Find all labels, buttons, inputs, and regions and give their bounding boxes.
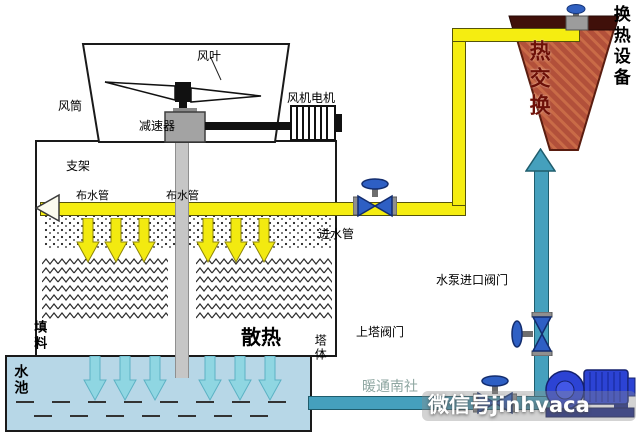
label-pump-inlet-valve: 水泵进口阀门 [436, 273, 509, 287]
exchanger-top-fitting [565, 4, 589, 31]
hot-water-top-pipe [452, 28, 580, 42]
fill-pack-right [196, 257, 332, 319]
pump-base [545, 407, 635, 418]
fill-pack-left [42, 257, 168, 319]
label-air-duct: 风筒 [58, 99, 83, 113]
watermark-brand: 暖通南社 [362, 379, 418, 395]
fan-drive-shaft [175, 142, 189, 378]
fan-motor-fins [296, 107, 328, 139]
watermark-backdrop [422, 391, 636, 421]
label-pool: 水池 [12, 364, 29, 396]
drive-coupling-bar [205, 122, 291, 130]
hot-water-distribution-pipe [40, 202, 466, 216]
water-pump [545, 369, 636, 418]
tower-feed-valve [473, 375, 517, 415]
label-tower-body: 塔体 [313, 334, 328, 362]
hot-water-riser-pipe [452, 28, 466, 206]
label-heat-exchange-equipment: 换热设备 [609, 5, 630, 89]
fan-hub [175, 82, 191, 102]
pool-water-dashes [16, 401, 286, 417]
label-heat-exchange: 热交换 [527, 40, 552, 121]
label-reducer: 减速器 [139, 119, 176, 133]
reducer-box [164, 111, 206, 143]
label-support: 支架 [66, 159, 91, 173]
inlet-pipe-valve [353, 178, 397, 218]
fan-motor-end-cap [335, 114, 342, 132]
pump-inlet-valve [511, 312, 553, 356]
fan-blade-leader-line [210, 57, 222, 81]
fan-assembly [81, 43, 342, 143]
label-inlet-pipe: 进水管 [318, 227, 355, 241]
label-fan-blade: 风叶 [197, 49, 222, 63]
hot-water-flow-arrow [34, 193, 60, 223]
label-fill: 填料 [31, 320, 47, 352]
label-heat-dissipation: 散热 [241, 325, 281, 349]
watermark-wechat-id: 微信号jinhvaca [428, 393, 590, 417]
water-down-arrows [83, 356, 282, 402]
label-distribution-pipe-left: 布水管 [76, 189, 109, 202]
reducer-cap [173, 108, 197, 114]
label-tower-valve: 上塔阀门 [356, 325, 405, 339]
label-fan-motor: 风机电机 [287, 91, 336, 105]
cold-water-up-arrow [525, 148, 556, 172]
hot-water-down-arrows [76, 218, 276, 264]
label-distribution-pipe-right: 布水管 [166, 189, 199, 202]
